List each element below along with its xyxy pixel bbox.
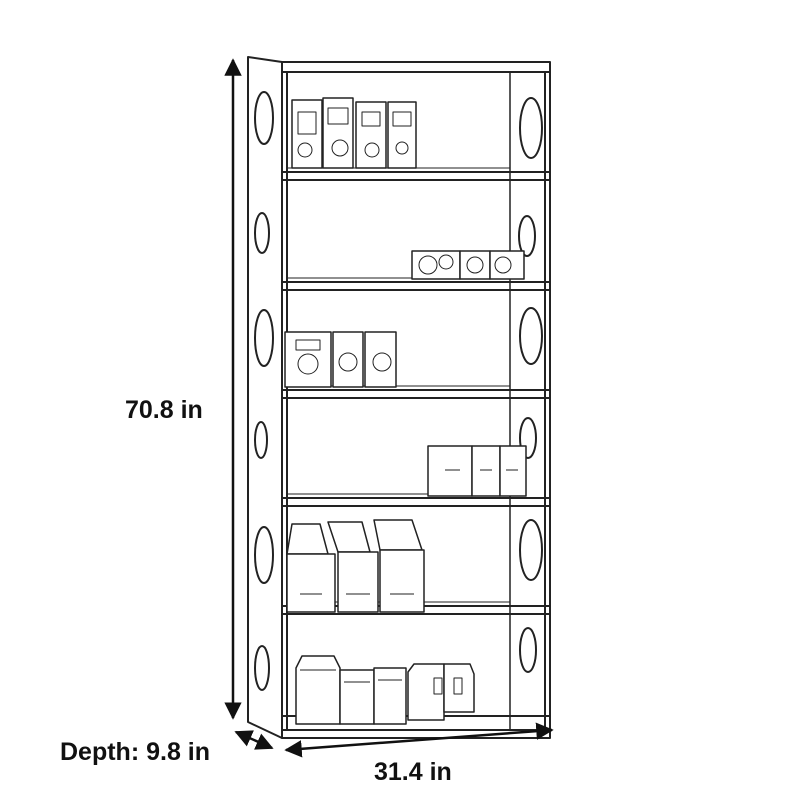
shelf-4-storage-boxes (427, 445, 527, 497)
snack-bag (286, 523, 336, 613)
bookshelf (247, 56, 551, 739)
snack-bag (373, 519, 425, 613)
pouch (443, 663, 475, 713)
pouch (339, 669, 375, 725)
depth-arrow (234, 730, 274, 750)
dimension-lines (224, 58, 554, 758)
width-label: 31.4 in (374, 758, 452, 786)
shelf-1-cereal-boxes (291, 97, 417, 169)
carton (364, 331, 397, 388)
width-arrow (284, 722, 554, 758)
storage-box (427, 445, 473, 497)
cereal-box (387, 101, 417, 169)
small-box (459, 250, 491, 280)
storage-box (471, 445, 501, 497)
pouch (373, 667, 407, 725)
front-frame (281, 61, 551, 739)
right-panel-cutouts (518, 97, 543, 673)
shelf-3-cartons (284, 331, 397, 388)
left-side-panel (247, 56, 283, 739)
carton (284, 331, 332, 388)
pouch (295, 655, 341, 725)
shelf-5-snack-bags (286, 519, 425, 613)
small-box (411, 250, 461, 280)
storage-box (499, 445, 527, 497)
snack-bag (327, 521, 379, 613)
cereal-box (291, 99, 323, 169)
depth-label: Depth: 9.8 in (60, 738, 210, 766)
shelf-2-small-boxes (411, 250, 525, 280)
left-panel-cutouts (254, 91, 274, 691)
pouch (407, 663, 445, 721)
height-label: 70.8 in (125, 396, 203, 424)
cereal-box (355, 101, 387, 169)
cereal-box (322, 97, 354, 169)
carton (332, 331, 364, 388)
small-box (489, 250, 525, 280)
